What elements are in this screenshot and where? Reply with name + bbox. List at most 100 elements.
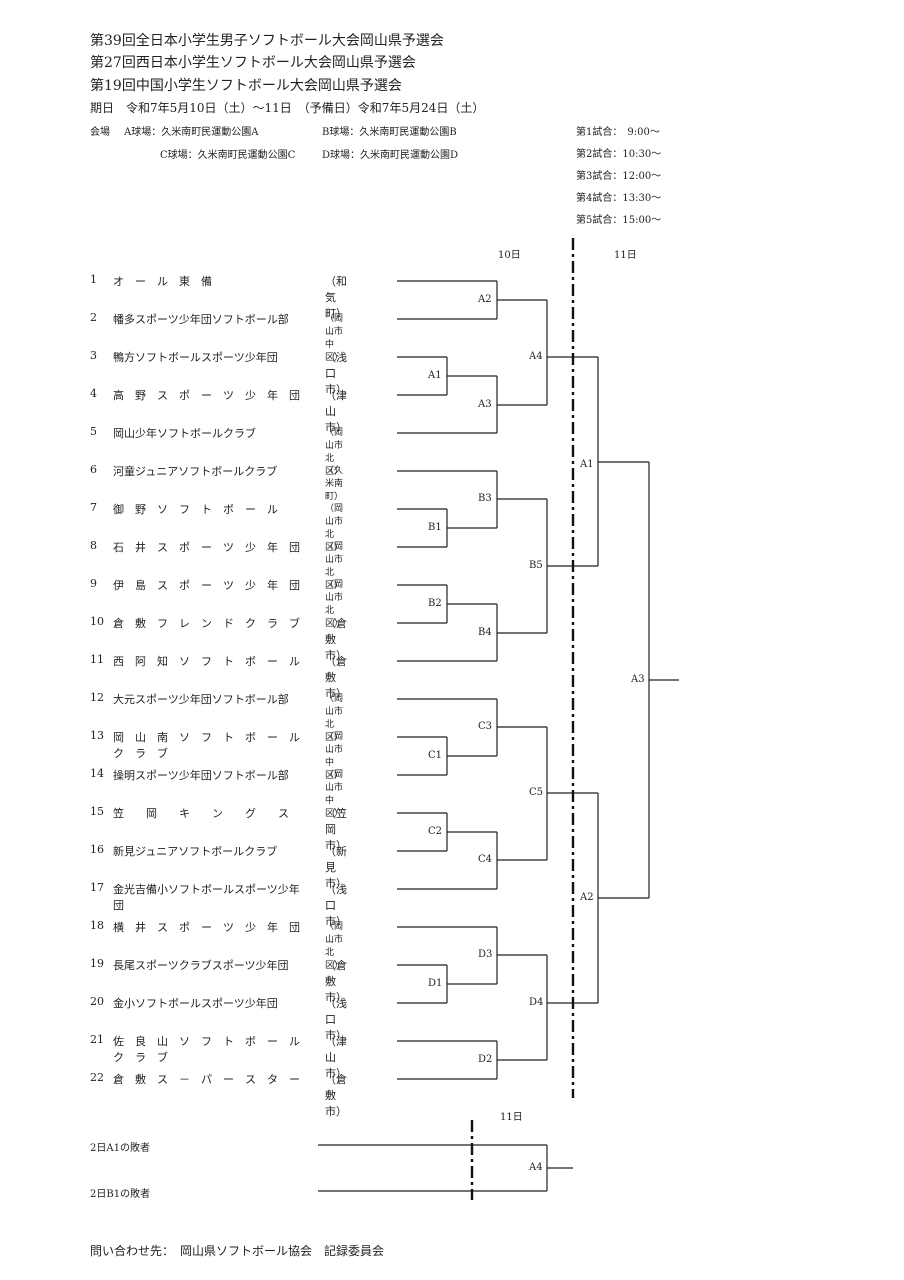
team-number: 19 [90, 957, 104, 970]
schedule-2: 第2試合：10:30～ [576, 149, 662, 160]
dates-line: 期日 令和7年5月10日（土）～11日 （予備日）令和7年5月24日（土） [90, 101, 485, 115]
schedule-3: 第3試合：12:00～ [576, 171, 662, 182]
team-location: （笠岡市） [325, 807, 347, 852]
team-name: 倉 敷 ス － パ ー ス タ ー [113, 1073, 300, 1086]
consolation-entry-2: 2日B1の敗者 [90, 1189, 151, 1200]
team-number: 10 [90, 615, 104, 628]
team-number: 1 [90, 273, 97, 286]
team-location: （岡山市中区） [325, 770, 344, 819]
team-number: 5 [90, 425, 97, 438]
team-number: 2 [90, 311, 97, 324]
match-label-r2-a1: A1 [580, 459, 594, 470]
day-label-11: 11日 [614, 250, 637, 261]
match-label-a4: A4 [529, 351, 543, 362]
team-name: 西 阿 知 ソ フ ト ボ ー ル [113, 655, 300, 668]
team-location: （浅口市） [325, 351, 347, 396]
team-number: 14 [90, 767, 104, 780]
match-label-d2: D2 [478, 1054, 493, 1065]
team-name: 石 井 ス ポ ー ツ 少 年 団 [113, 541, 300, 554]
team-location: （久米南町） [325, 466, 344, 502]
team-name: 鴨方ソフトボールスポーツ少年団 [113, 351, 278, 364]
team-location: （倉敷市） [325, 959, 347, 1004]
team-number: 20 [90, 995, 104, 1008]
match-label-b5: B5 [529, 560, 543, 571]
team-name: 御 野 ソ フ ト ボ ー ル [113, 503, 278, 516]
team-name: 笠 岡 キ ン グ ス [113, 807, 289, 820]
team-number: 3 [90, 349, 97, 362]
match-label-d4: D4 [529, 997, 544, 1008]
team-location: （岡山市北区） [325, 428, 344, 477]
team-location: （倉敷市） [325, 655, 347, 700]
match-label-c2: C2 [428, 826, 443, 837]
venue-label: 会場 [90, 127, 110, 138]
team-name: 佐 良 山 ソ フ ト ボ ー ル ク ラ ブ [113, 1035, 311, 1064]
team-location: （岡山市北区） [325, 580, 344, 629]
team-name: 幡多スポーツ少年団ソフトボール部 [113, 313, 289, 326]
team-location: （岡山市北区） [325, 922, 344, 971]
venue-b: B球場：久米南町民運動公園B [322, 127, 457, 138]
title-line-1: 第39回全日本小学生男子ソフトボール大会岡山県予選会 [90, 33, 444, 49]
team-name: 伊 島 ス ポ ー ツ 少 年 団 [113, 579, 300, 592]
schedule-5: 第5試合：15:00～ [576, 215, 662, 226]
title-line-2: 第27回西日本小学生ソフトボール大会岡山県予選会 [90, 55, 416, 71]
team-location: （岡山市北区） [325, 504, 344, 553]
team-number: 6 [90, 463, 97, 476]
team-name: 長尾スポーツクラブスポーツ少年団 [113, 959, 289, 972]
team-location: （浅口市） [325, 883, 347, 928]
team-number: 22 [90, 1071, 104, 1084]
match-label-a3: A3 [478, 399, 492, 410]
team-name: 操明スポーツ少年団ソフトボール部 [113, 769, 289, 782]
team-number: 21 [90, 1033, 104, 1046]
team-name: 金小ソフトボールスポーツ少年団 [113, 997, 278, 1010]
team-name: 岡山少年ソフトボールクラブ [113, 427, 256, 440]
team-name: 新見ジュニアソフトボールクラブ [113, 845, 278, 858]
match-label-a2: A2 [478, 294, 492, 305]
team-name: 大元スポーツ少年団ソフトボール部 [113, 693, 289, 706]
team-name: 河童ジュニアソフトボールクラブ [113, 465, 278, 478]
schedule-4: 第4試合：13:30～ [576, 193, 662, 204]
venue-c: C球場：久米南町民運動公園C [160, 150, 296, 161]
team-name: 高 野 ス ポ ー ツ 少 年 団 [113, 389, 300, 402]
team-number: 18 [90, 919, 104, 932]
team-location: （岡山市北区） [325, 694, 344, 743]
match-label-c1: C1 [428, 750, 443, 761]
match-label-b2: B2 [428, 598, 442, 609]
team-number: 11 [90, 653, 104, 666]
match-label-cons-a4: A4 [529, 1162, 543, 1173]
match-label-a1: A1 [428, 370, 442, 381]
schedule-1: 第1試合： 9:00～ [576, 127, 660, 138]
match-label-d3: D3 [478, 949, 493, 960]
title-line-3: 第19回中国小学生ソフトボール大会岡山県予選会 [90, 78, 402, 94]
team-location: （岡山市中区） [325, 732, 344, 781]
team-number: 4 [90, 387, 97, 400]
team-location: （浅口市） [325, 997, 347, 1042]
team-location: （岡山市北区） [325, 542, 344, 591]
team-name: オ ー ル 東 備 [113, 275, 212, 288]
match-label-r2-a2: A2 [580, 892, 594, 903]
team-number: 9 [90, 577, 97, 590]
team-location: （新見市） [325, 845, 347, 890]
team-number: 16 [90, 843, 104, 856]
match-label-c5: C5 [529, 787, 544, 798]
day-label-11-consolation: 11日 [500, 1112, 523, 1123]
team-location: （津山市） [325, 389, 347, 434]
day-label-10: 10日 [498, 250, 521, 261]
venue-a: A球場：久米南町民運動公園A [124, 127, 259, 138]
team-number: 8 [90, 539, 97, 552]
team-location: （倉敷市） [325, 617, 347, 662]
match-label-final-a3: A3 [631, 674, 645, 685]
team-name: 倉 敷 フ レ ン ド ク ラ ブ [113, 617, 300, 630]
match-label-b3: B3 [478, 493, 492, 504]
match-label-c3: C3 [478, 721, 493, 732]
contact-footer: 問い合わせ先： 岡山県ソフトボール協会 記録委員会 [90, 1244, 385, 1258]
team-name: 横 井 ス ポ ー ツ 少 年 団 [113, 921, 300, 934]
team-location: （岡山市中区） [325, 314, 344, 363]
match-label-b4: B4 [478, 627, 492, 638]
team-location: （和気町） [325, 275, 347, 320]
match-label-c4: C4 [478, 854, 493, 865]
consolation-entry-1: 2日A1の敗者 [90, 1143, 150, 1154]
venue-d: D球場：久米南町民運動公園D [322, 150, 459, 161]
match-label-b1: B1 [428, 522, 442, 533]
team-number: 13 [90, 729, 104, 742]
